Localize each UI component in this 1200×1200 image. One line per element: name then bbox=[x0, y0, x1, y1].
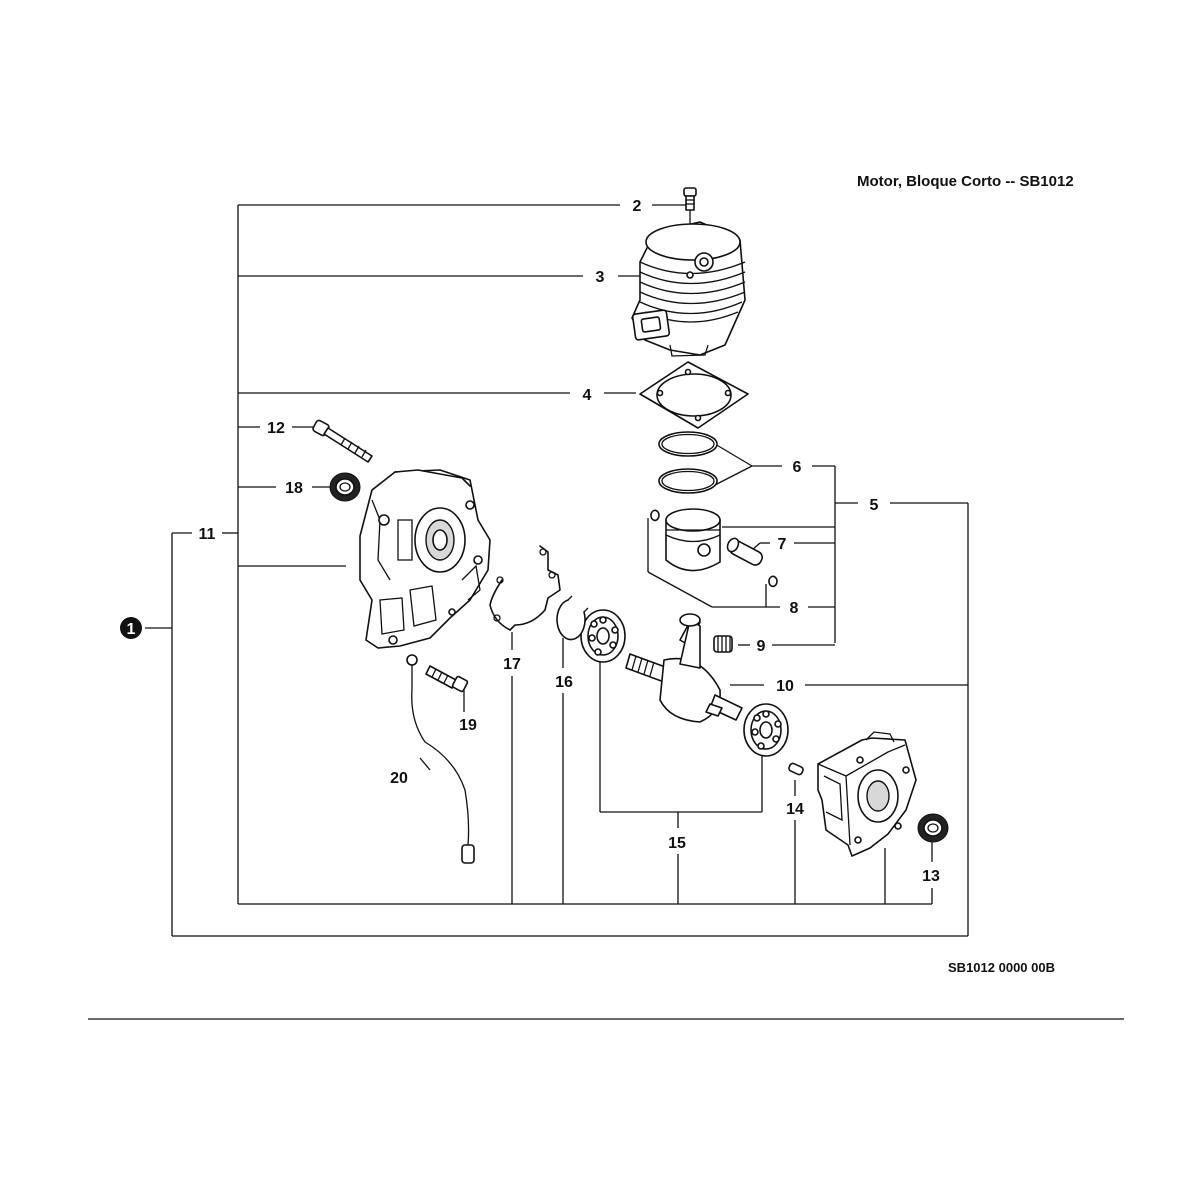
callout-11: 11 bbox=[199, 526, 216, 543]
ball-bearing-right-part-15 bbox=[743, 703, 789, 757]
callout-labels: 1 2 3 4 5 6 7 8 9 10 11 12 13 14 15 16 1… bbox=[120, 198, 940, 885]
bolt-part-12 bbox=[312, 419, 373, 463]
retaining-ring-part-16 bbox=[556, 595, 589, 641]
callout-2: 2 bbox=[633, 198, 642, 215]
callout-16: 16 bbox=[555, 674, 573, 691]
gasket-part-4 bbox=[639, 361, 749, 429]
leader-lines bbox=[145, 204, 969, 937]
callout-4: 4 bbox=[583, 387, 592, 404]
callout-13: 13 bbox=[922, 868, 940, 885]
gasket-part-17 bbox=[489, 545, 561, 631]
callout-19: 19 bbox=[459, 717, 477, 734]
cylinder-part-3 bbox=[631, 221, 746, 357]
callout-9: 9 bbox=[757, 638, 766, 655]
callout-10: 10 bbox=[776, 678, 794, 695]
diagram-title: Motor, Bloque Corto -- SB1012 bbox=[857, 173, 1074, 190]
piston-rings-part-6 bbox=[658, 431, 718, 494]
drawing-code: SB1012 0000 00B bbox=[948, 960, 1055, 975]
callout-20: 20 bbox=[390, 770, 408, 787]
circlip-part-8 bbox=[650, 509, 778, 588]
callout-3: 3 bbox=[596, 269, 605, 286]
ground-wire-part-20 bbox=[406, 654, 475, 864]
crankshaft-part-10 bbox=[625, 613, 743, 723]
callout-15: 15 bbox=[668, 835, 686, 852]
callout-5: 5 bbox=[870, 497, 879, 514]
dowel-pin-part-14 bbox=[788, 762, 804, 776]
bolt-part-2 bbox=[683, 187, 697, 211]
root-badge bbox=[120, 617, 142, 639]
root-label: 1 bbox=[127, 621, 136, 638]
bolt-part-19 bbox=[425, 665, 469, 693]
callout-6: 6 bbox=[793, 459, 802, 476]
oil-seal-part-18 bbox=[329, 472, 361, 502]
crankcase-cover-right bbox=[817, 731, 917, 857]
crankcase-part-11 bbox=[359, 469, 491, 649]
callout-8: 8 bbox=[790, 600, 799, 617]
needle-bearing-part-9 bbox=[713, 635, 733, 653]
oil-seal-part-13 bbox=[917, 813, 949, 843]
callout-17: 17 bbox=[503, 656, 521, 673]
callout-14: 14 bbox=[786, 801, 804, 818]
callout-7: 7 bbox=[778, 536, 787, 553]
callout-12: 12 bbox=[267, 420, 285, 437]
piston-part-7 bbox=[665, 508, 763, 572]
ball-bearing-left-part-15 bbox=[580, 609, 626, 663]
callout-18: 18 bbox=[285, 480, 303, 497]
